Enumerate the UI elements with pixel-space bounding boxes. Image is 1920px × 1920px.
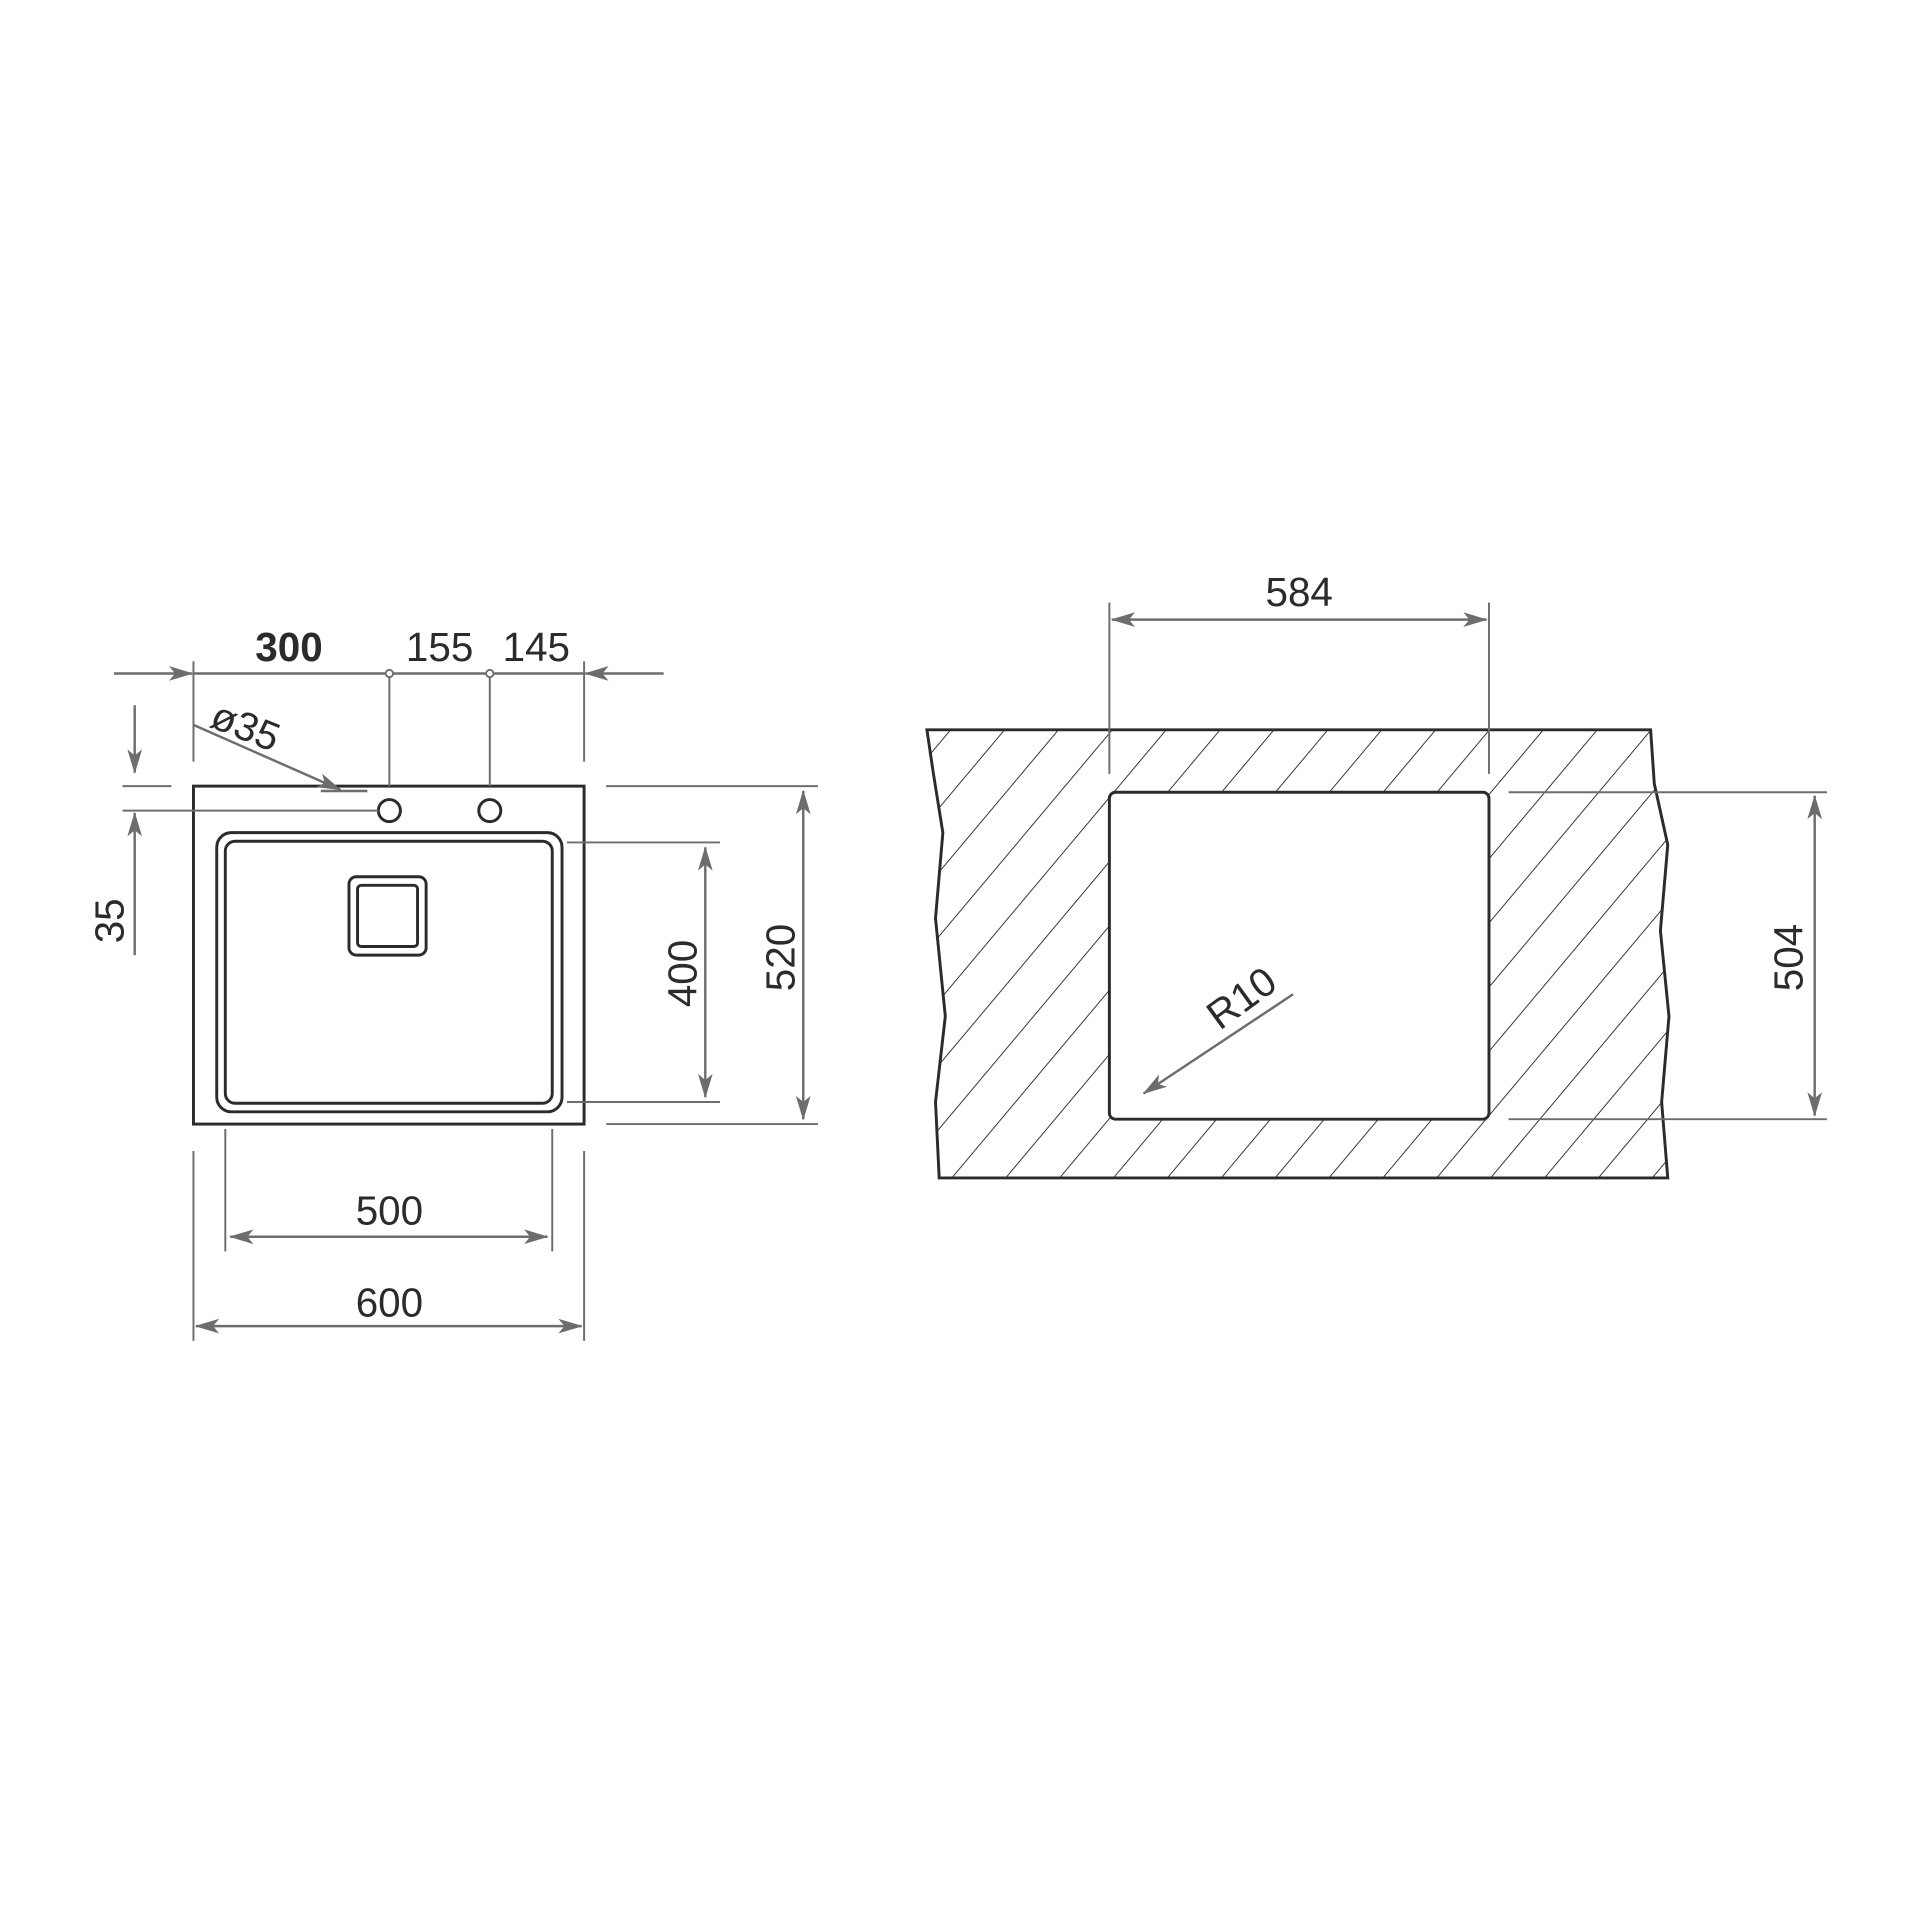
drain-inner [356, 883, 420, 948]
bowl-outer [215, 831, 564, 1114]
dim-500-label: 500 [356, 1187, 423, 1233]
dim-155-label: 155 [406, 624, 473, 670]
bowl-width-dimension: 500 [224, 1128, 554, 1252]
hole-offset-dimension: 35 [87, 705, 379, 956]
dim-504-label: 504 [1765, 924, 1811, 991]
dim-600-label: 600 [356, 1279, 423, 1325]
bowl-inner [223, 839, 554, 1105]
countertop-outline [925, 728, 1671, 1180]
overall-depth-dimension: 520 [606, 785, 818, 1126]
drain-outer [347, 875, 428, 957]
cutout-depth-dimension: 504 [1508, 791, 1827, 1121]
top-chain-dimension: 300 155 145 [113, 624, 664, 787]
overall-width-dimension: 600 [192, 1151, 586, 1341]
cutout-width-dimension: 584 [1108, 569, 1490, 774]
dim-145-label: 145 [503, 624, 570, 670]
dim-300-label: 300 [255, 624, 322, 670]
hole-diameter-leader: ø35 [192, 692, 368, 793]
cutout-opening [1107, 790, 1491, 1121]
sink-top-view: 300 155 145 ø35 35 400 [87, 624, 818, 1341]
cutout-view: 584 504 R10 [925, 569, 1827, 1180]
tap-hole-2 [477, 798, 503, 824]
dim-hole-diameter-label: ø35 [205, 692, 287, 761]
dim-520-label: 520 [758, 924, 804, 991]
dim-584-label: 584 [1265, 569, 1332, 615]
dim-35-label: 35 [87, 898, 133, 943]
dim-400-label: 400 [660, 940, 706, 1007]
tap-hole-1 [376, 798, 402, 824]
bowl-depth-dimension: 400 [566, 841, 720, 1104]
